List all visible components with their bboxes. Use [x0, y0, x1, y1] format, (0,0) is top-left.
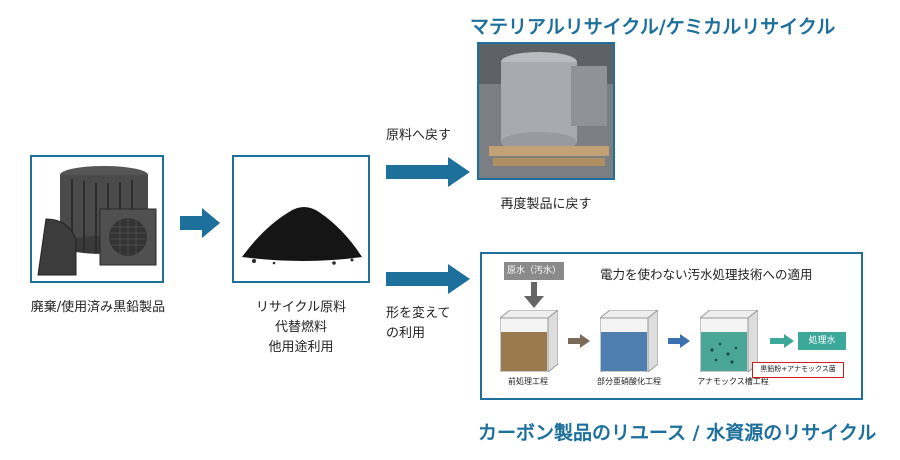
water-panel-title: 電力を使わない汚水処理技術への適用 — [600, 267, 813, 282]
recycle-line-1: リサイクル原料 — [255, 300, 347, 315]
pretreatment-tank — [500, 310, 558, 372]
arrow-down-icon — [524, 282, 544, 308]
process-arrow-2-icon — [668, 334, 690, 348]
upper-arrow-label: 原料へ戻す — [386, 128, 452, 143]
recycle-usage-label: リサイクル原料 代替燃料 他用途利用 — [221, 298, 381, 358]
water-treatment-panel: 電力を使わない汚水処理技術への適用 原水（汚水） 前処理工程 部分亜硝酸化工程 … — [480, 252, 863, 400]
powder-pile-illustration — [242, 207, 362, 265]
output-arrow-icon — [770, 334, 794, 348]
arrow-right-upper-icon — [386, 157, 470, 187]
reuse-product-label: 再度製品に戻す — [500, 197, 592, 212]
recycle-line-3: 他用途利用 — [268, 340, 334, 355]
process-arrow-icon — [568, 334, 590, 348]
graphite-anammox-callout: 黒鉛粉+アナモックス菌 — [752, 362, 844, 378]
arrow-right-icon — [180, 208, 220, 238]
arrow-right-lower-icon — [386, 264, 470, 294]
partial-nitritation-label: 部分亜硝酸化工程 — [597, 377, 661, 386]
graphite-block-illustration — [479, 44, 613, 178]
reused-product-image — [477, 42, 615, 180]
anammox-label: アナモックス槽工程 — [697, 377, 769, 386]
graphite-powder-image — [232, 155, 370, 283]
waste-products-label: 廃棄/使用済み黒鉛製品 — [30, 300, 166, 315]
anammox-tank — [700, 310, 758, 372]
pretreatment-label: 前処理工程 — [508, 377, 548, 386]
material-recycle-heading: マテリアルリサイクル/ケミカルリサイクル — [470, 16, 836, 38]
lower-arrow-label: 形を変えて の利用 — [386, 304, 450, 344]
carbon-reuse-heading: カーボン製品のリユース / 水資源のリサイクル — [478, 422, 877, 444]
raw-sewage-box: 原水（汚水） — [504, 262, 564, 280]
recycle-line-2: 代替燃料 — [274, 320, 327, 335]
lower-arrow-label-line-2: の利用 — [386, 326, 426, 341]
treated-water-box: 処理水 — [798, 332, 846, 350]
lower-arrow-label-line-1: 形を変えて — [386, 306, 451, 321]
graphite-parts-illustration — [37, 166, 157, 276]
partial-nitritation-tank — [600, 310, 658, 372]
waste-products-image — [30, 155, 164, 283]
